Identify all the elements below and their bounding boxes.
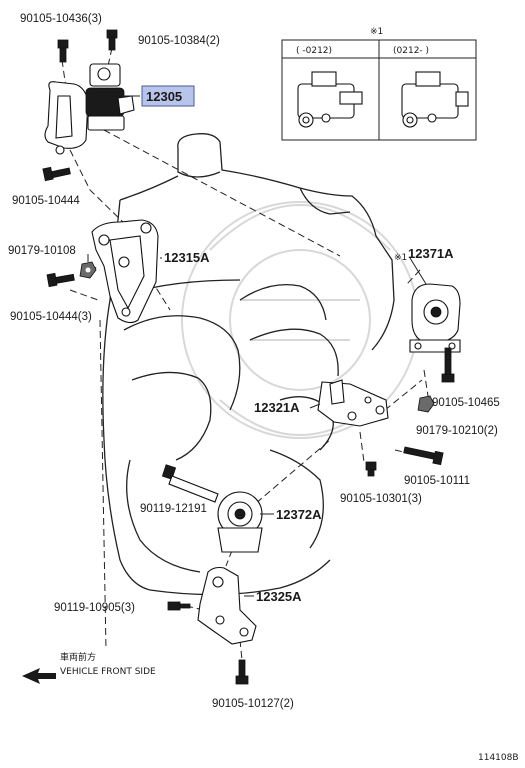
inset-col-left: ( -0212) (296, 46, 332, 56)
bolt-left-1-icon (42, 166, 71, 182)
bracket-left-icon (91, 219, 159, 324)
bolt-right-2-icon (403, 446, 444, 466)
nut-right-icon (417, 395, 435, 413)
highlight-12305 (141, 85, 195, 107)
vehicle-front-indicator: 車両前方 VEHICLE FRONT SIDE (22, 651, 156, 684)
front-arrow-icon (22, 668, 56, 684)
engine-mount-right-icon (409, 283, 461, 353)
label-mount-front: 12372A (276, 507, 322, 522)
bolt-right-3-icon (365, 461, 377, 477)
label-bolt-top-right: 90105-10384(2) (138, 35, 220, 47)
label-bolt-bottom: 90105-10127(2) (212, 698, 294, 710)
bolt-lower-left-icon (167, 601, 191, 611)
label-bolt-right-3: 90105-10301(3) (340, 493, 422, 505)
label-bolt-right-1: 90105-10465 (432, 397, 500, 409)
label-bracket-lower: 12325A (256, 589, 302, 604)
bolt-left-2-icon (46, 272, 75, 288)
bolt-top-left-icon (57, 39, 69, 63)
label-part-mount-top: 12305 (146, 89, 182, 104)
label-vehicle-front-jp: 車両前方 (60, 651, 96, 663)
variant-inset: ※1 ( -0212) (0212- ) (281, 27, 477, 141)
label-bolt-right-2: 90105-10111 (404, 475, 470, 487)
figure-code: 114108B (478, 753, 519, 763)
engine-mount-upper-icon (44, 63, 135, 155)
label-bracket-left: 12315A (164, 250, 210, 265)
label-bracket-right: 12321A (254, 400, 300, 415)
assembly-lines (61, 47, 449, 661)
label-nut-left: 90179-10108 (8, 245, 76, 257)
label-bolt-left-1: 90105-10444 (12, 195, 80, 207)
bolt-front-icon (161, 464, 219, 503)
bolt-right-1-icon (441, 347, 455, 383)
label-bolt-top-left: 90105-10436(3) (20, 13, 102, 25)
label-nut-right: 90179-10210(2) (416, 425, 498, 437)
label-bolt-left-2: 90105-10444(3) (10, 311, 92, 323)
engine-mount-front-icon (217, 491, 263, 553)
leader-lines (87, 95, 427, 597)
inset-mount-right (401, 71, 469, 128)
nut-left-icon (79, 261, 97, 279)
inset-col-right: (0212- ) (393, 46, 429, 56)
label-mount-right-note: ※1 (394, 253, 407, 263)
label-vehicle-front-en: VEHICLE FRONT SIDE (60, 667, 156, 677)
label-bolt-lower-left: 90119-10905(3) (54, 602, 135, 614)
bracket-lower-icon (197, 566, 257, 645)
inset-note: ※1 (370, 27, 383, 37)
bolt-top-right-icon (106, 29, 118, 51)
bracket-right-icon (317, 379, 389, 427)
label-mount-right: 12371A (408, 246, 454, 261)
inset-mount-left (297, 71, 363, 128)
label-bolt-front: 90119-12191 (140, 503, 207, 515)
bolt-bottom-icon (235, 659, 249, 685)
